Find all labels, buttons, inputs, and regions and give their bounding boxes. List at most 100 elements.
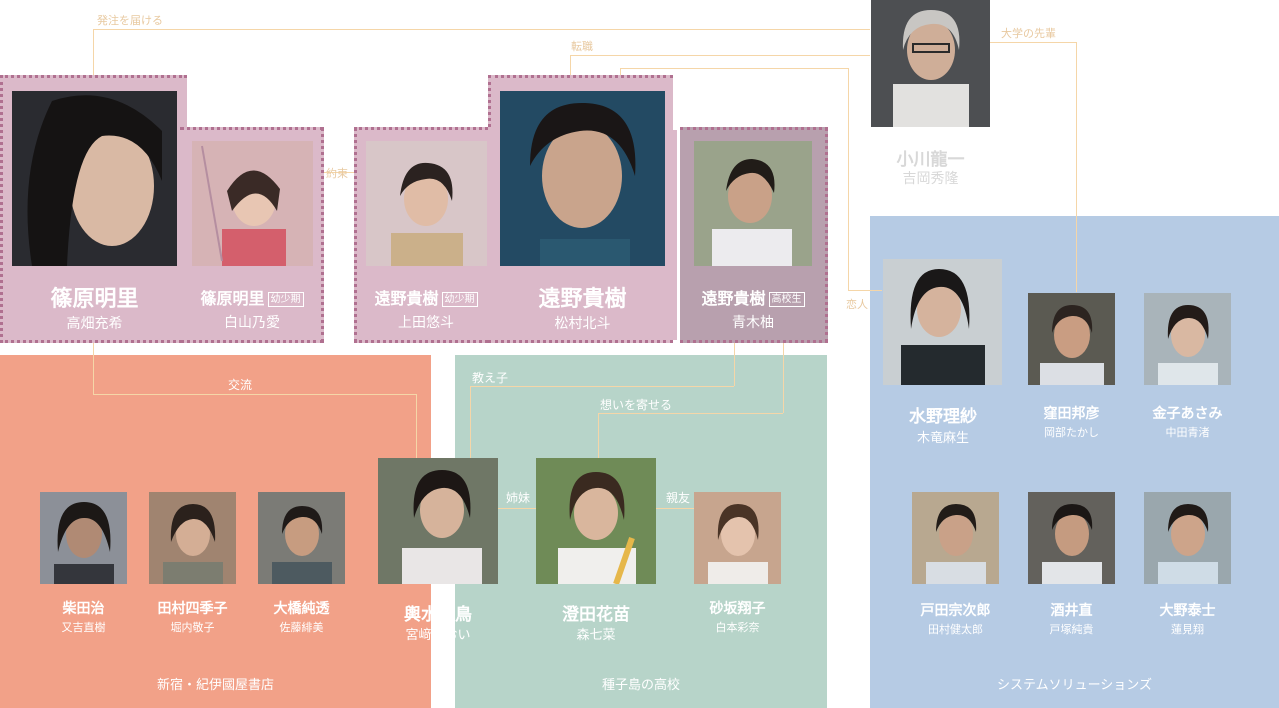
connector-lover-vertical: [848, 68, 849, 290]
photo-takaki: [500, 91, 665, 266]
name-akari-child-row: 篠原明里幼少期: [182, 285, 322, 309]
tag-child: 幼少期: [267, 292, 304, 307]
name-takaki-child: 遠野貴樹: [374, 289, 439, 308]
tag-child-2: 幼少期: [441, 292, 478, 307]
name-koshimizu: 輿水美鳥: [404, 605, 472, 625]
actor-ohashi: 佐藤緋美: [279, 621, 324, 634]
actor-sakai: 戸塚純貴: [1049, 623, 1094, 636]
connector-sisters: [498, 508, 536, 509]
portrait-young-man-icon: [258, 492, 345, 584]
portrait-woman-office-icon: [1144, 293, 1231, 385]
connector-exchange-drop: [93, 342, 94, 394]
name-takaki-hs-row: 遠野貴樹高校生: [682, 285, 824, 309]
portrait-woman-icon: [12, 91, 177, 266]
relation-promise: 約束: [326, 167, 348, 180]
name-ogawa: 小川龍一: [896, 150, 965, 170]
relation-friend: 親友: [666, 491, 691, 505]
photo-ohashi: [258, 492, 345, 584]
name-takaki: 遠野貴樹: [538, 286, 627, 312]
photo-koshimizu: [378, 458, 498, 584]
name-sakai: 酒井直: [1050, 603, 1093, 619]
portrait-girl-umbrella-icon: [192, 141, 313, 266]
portrait-man-smiling-icon: [1028, 293, 1115, 385]
name-takaki-hs: 遠野貴樹: [701, 289, 766, 308]
actor-kubota: 岡部たかし: [1044, 426, 1099, 439]
portrait-older-man-icon: [871, 0, 990, 127]
connector-senpai-drop: [1076, 42, 1077, 292]
photo-mizuno: [883, 259, 1002, 385]
connector-order-drop: [93, 29, 94, 91]
actor-kaneko: 中田青渚: [1165, 426, 1210, 439]
photo-sakai: [1028, 492, 1115, 584]
tag-highschool: 高校生: [768, 292, 805, 307]
photo-takaki-child: [366, 141, 487, 266]
portrait-student-icon: [694, 141, 812, 266]
name-ono: 大野泰士: [1159, 603, 1216, 619]
portrait-schoolgirl-icon: [536, 458, 656, 584]
actor-mizuno: 木竜麻生: [916, 431, 969, 446]
connector-feelings: [598, 413, 783, 414]
relation-senpai: 大学の先輩: [1001, 27, 1056, 40]
actor-sunasaka: 白本彩奈: [715, 621, 760, 634]
relation-sisters: 姉妹: [506, 491, 531, 505]
actor-shibata: 又吉直樹: [61, 621, 106, 634]
connector-career-drop: [570, 55, 571, 91]
actor-ono: 蓮見翔: [1171, 623, 1204, 636]
relation-order: 発注を届ける: [97, 14, 163, 27]
relation-student: 教え子: [472, 371, 509, 385]
connector-feelings-up: [783, 342, 784, 413]
actor-takaki-child: 上田悠斗: [398, 315, 454, 331]
connector-lover-top: [620, 68, 848, 69]
connector-lover-drop: [620, 68, 621, 76]
actor-koshimizu: 宮﨑あおい: [405, 628, 471, 643]
name-akari: 篠原明里: [50, 286, 139, 312]
connector-exchange: [93, 394, 416, 395]
photo-sunasaka: [694, 492, 781, 584]
name-mizuno: 水野理紗: [909, 407, 977, 427]
group-label-shinjuku: 新宿・紀伊國屋書店: [156, 678, 274, 693]
actor-ogawa: 吉岡秀隆: [902, 171, 959, 187]
relation-exchange: 交流: [228, 378, 253, 392]
photo-kubota: [1028, 293, 1115, 385]
photo-shibata: [40, 492, 127, 584]
portrait-man-longhair-icon: [40, 492, 127, 584]
connector-student-up: [734, 342, 735, 386]
photo-akari-child: [192, 141, 313, 266]
connector-lover-end: [848, 290, 882, 291]
name-ohashi: 大橋純透: [273, 601, 330, 617]
portrait-woman-glasses-icon: [883, 259, 1002, 385]
name-kaneko: 金子あさみ: [1152, 406, 1223, 422]
photo-takaki-hs: [694, 141, 812, 266]
relation-career: 転職: [571, 40, 593, 53]
connector-student-drop: [470, 386, 471, 458]
photo-tamura: [149, 492, 236, 584]
connector-promise: [322, 172, 356, 173]
portrait-woman-apron-icon: [149, 492, 236, 584]
portrait-woman-teacher-icon: [378, 458, 498, 584]
actor-akari-child: 白山乃愛: [224, 315, 280, 331]
name-shibata: 柴田治: [62, 601, 105, 617]
portrait-girl-icon: [694, 492, 781, 584]
portrait-man-glasses-icon: [912, 492, 999, 584]
portrait-man-shirt-icon: [1144, 492, 1231, 584]
connector-feelings-drop: [598, 413, 599, 458]
actor-toda: 田村健太郎: [928, 623, 983, 636]
connector-friend: [656, 508, 694, 509]
connector-career: [570, 55, 870, 56]
photo-ono: [1144, 492, 1231, 584]
portrait-man-suit-icon: [1028, 492, 1115, 584]
connector-exchange-end: [416, 394, 417, 458]
actor-takaki-hs: 青木柚: [732, 315, 774, 331]
actor-tamura: 堀内敬子: [170, 621, 215, 634]
connector-student: [470, 386, 734, 387]
name-sunasaka: 砂坂翔子: [709, 601, 766, 617]
photo-kaneko: [1144, 293, 1231, 385]
photo-ogawa: [871, 0, 990, 127]
photo-akari: [12, 91, 177, 266]
connector-senpai: [990, 42, 1076, 43]
actor-sumida: 森七菜: [576, 628, 616, 643]
actor-akari: 高畑充希: [66, 316, 123, 332]
name-kubota: 窪田邦彦: [1043, 406, 1100, 422]
name-takaki-child-row: 遠野貴樹幼少期: [356, 285, 496, 309]
name-toda: 戸田宗次郎: [920, 603, 991, 619]
